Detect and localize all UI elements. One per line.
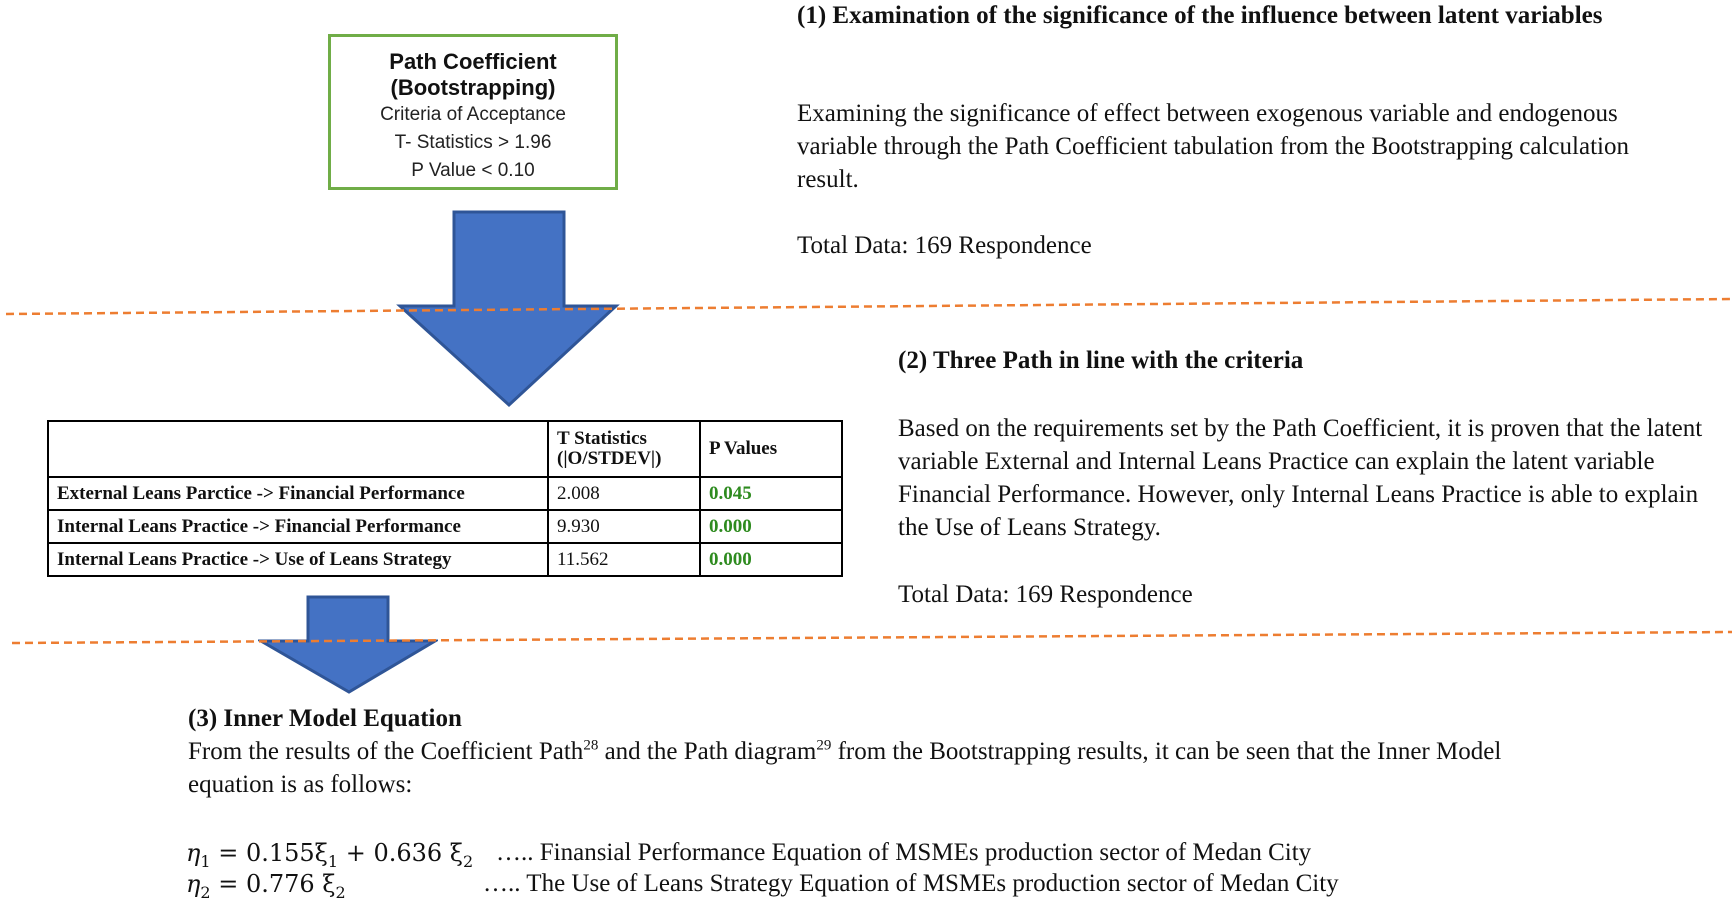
table-cell-tstat: 9.930 (547, 509, 701, 544)
table-cell-pvalue: 0.000 (699, 509, 843, 544)
table-cell-path: Internal Leans Practice -> Use of Leans … (47, 542, 549, 577)
equation-2-formula: η2 = 0.776 ξ2 (186, 870, 346, 902)
criteria-title-line2: (Bootstrapping) (390, 75, 556, 100)
equation-2-description: ….. The Use of Leans Strategy Equation o… (483, 870, 1339, 897)
table-cell-pvalue: 0.000 (699, 542, 843, 577)
criteria-pvalue-rule: P Value < 0.10 (411, 160, 535, 181)
dashed-divider-bottom (11, 630, 1733, 645)
table-row: Internal Leans Practice -> Use of Leans … (47, 542, 843, 577)
eq1-lhs: η (186, 839, 201, 867)
table-cell-tstat: 2.008 (547, 476, 701, 511)
eq1-rhs: = 0.155ξ (218, 839, 328, 867)
path-coefficient-table: T Statistics (|O/STDEV|) P Values Extern… (47, 420, 843, 577)
equation-2: η2 = 0.776 ξ2 ….. The Use of Leans Strat… (186, 869, 1339, 908)
table-header-tstat: T Statistics (|O/STDEV|) (547, 420, 701, 478)
table-cell-path: External Leans Parctice -> Financial Per… (47, 476, 549, 511)
eq2-rhs-sub: 2 (335, 882, 346, 902)
section3-body-part1: From the results of the Coefficient Path (188, 738, 584, 765)
table-row: Internal Leans Practice -> Financial Per… (47, 509, 843, 544)
eq1-rhs-sub2: 2 (463, 851, 474, 871)
table-cell-path: Internal Leans Practice -> Financial Per… (47, 509, 549, 544)
dashed-divider-top (5, 297, 1733, 316)
table-header-path (47, 420, 549, 478)
criteria-title-line1: Path Coefficient (389, 49, 557, 74)
reference-29: 29 (816, 737, 832, 754)
eq1-lhs-sub: 1 (200, 851, 211, 871)
criteria-acceptance-label: Criteria of Acceptance (380, 104, 566, 125)
section1-heading: (1) Examination of the significance of t… (797, 2, 1603, 29)
eq1-rhs-sub1: 1 (327, 851, 339, 871)
criteria-box: Path Coefficient (Bootstrapping) Criteri… (328, 34, 618, 190)
eq2-lhs: η (186, 870, 201, 898)
section2-total-data: Total Data: 169 Respondence (898, 581, 1193, 608)
table-header-tstat-line1: T Statistics (557, 428, 647, 449)
table-header-pvalue: P Values (699, 420, 843, 478)
equation-1-description: ….. Finansial Performance Equation of MS… (496, 839, 1312, 866)
eq2-rhs: = 0.776 ξ (218, 870, 336, 898)
section2-body: Based on the requirements set by the Pat… (898, 415, 1703, 541)
section3-heading: (3) Inner Model Equation (188, 705, 462, 732)
table-cell-tstat: 11.562 (547, 542, 701, 577)
eq1-rhs-mid: + 0.636 ξ (338, 839, 463, 867)
table-row: External Leans Parctice -> Financial Per… (47, 476, 843, 511)
reference-28: 28 (583, 737, 599, 754)
down-arrow-icon (396, 210, 620, 408)
eq2-lhs-sub: 2 (200, 882, 211, 902)
table-header-tstat-line2: (|O/STDEV|) (557, 448, 662, 469)
section1-body: Examining the significance of effect bet… (797, 100, 1629, 193)
table-cell-pvalue: 0.045 (699, 476, 843, 511)
equation-1-formula: η1 = 0.155ξ1 + 0.636 ξ2 (186, 839, 473, 871)
section2-heading: (2) Three Path in line with the criteria (898, 347, 1304, 374)
section3-body-part2: and the Path diagram (598, 738, 817, 765)
section3-body: From the results of the Coefficient Path… (188, 735, 1588, 801)
section3-body-part3: from the Bootstrapping results, it can b… (188, 738, 1502, 798)
equation-1: η1 = 0.155ξ1 + 0.636 ξ2 ….. Finansial Pe… (186, 838, 1311, 877)
criteria-tstat-rule: T- Statistics > 1.96 (394, 132, 552, 153)
table-header-row: T Statistics (|O/STDEV|) P Values (47, 420, 843, 478)
section1-total-data: Total Data: 169 Respondence (797, 232, 1092, 259)
